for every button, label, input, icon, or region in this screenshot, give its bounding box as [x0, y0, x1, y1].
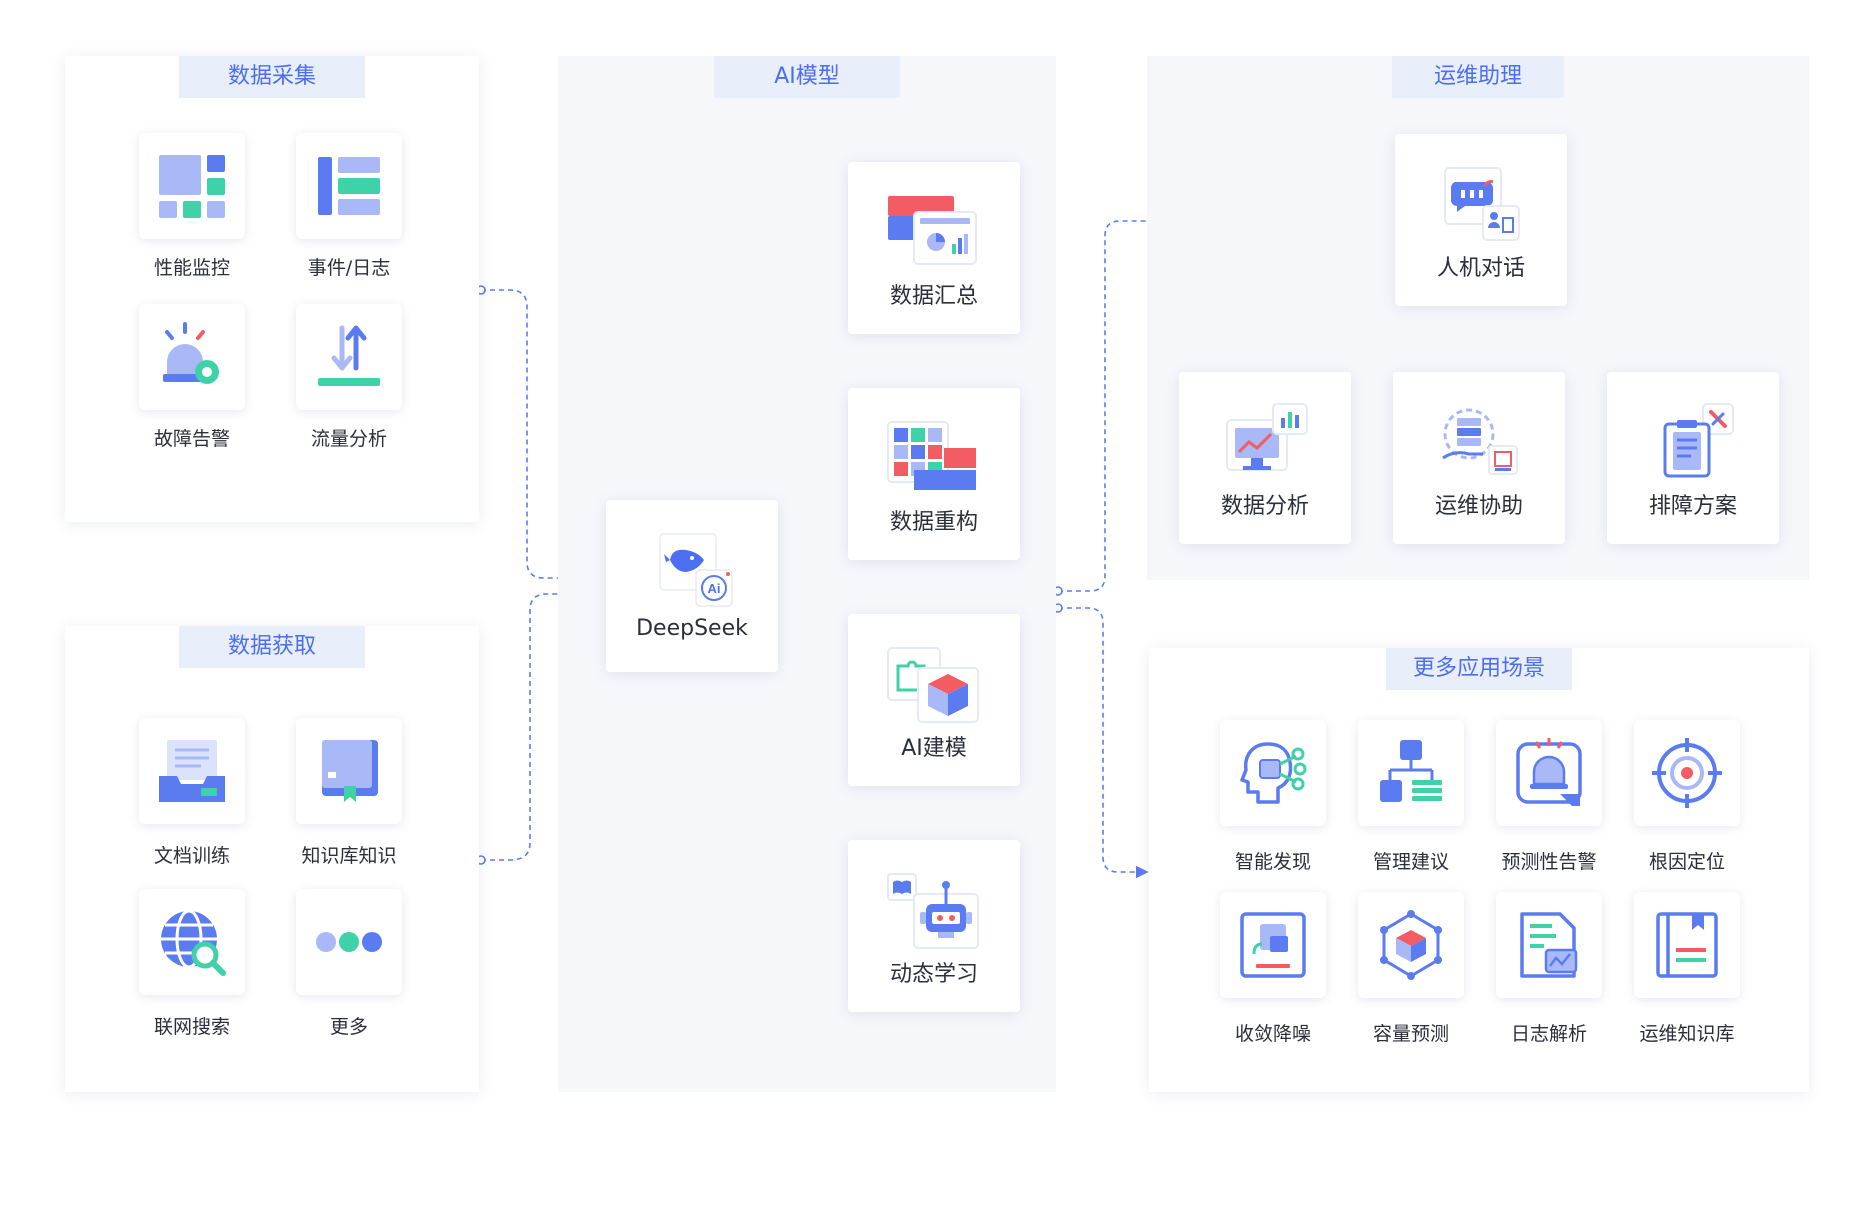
- ai-modeling-cube-icon: [887, 647, 979, 723]
- deepseek-whale-icon: Ai: [659, 533, 733, 607]
- ops-knowledge-book-icon: [1656, 912, 1718, 978]
- event-list-icon: [318, 157, 380, 215]
- noise-reduction-tile[interactable]: [1220, 892, 1326, 998]
- data-collection-title: 数据采集: [179, 56, 365, 98]
- event-log-tile[interactable]: [296, 133, 402, 239]
- smart-discovery-label: 智能发现: [1234, 851, 1311, 873]
- deepseek-label: DeepSeek: [636, 616, 748, 641]
- traffic-analysis-label: 流量分析: [310, 428, 387, 450]
- predictive-alarm-label: 预测性告警: [1501, 851, 1597, 873]
- document-training-label: 文档训练: [153, 845, 230, 867]
- data-restructure-label: 数据重构: [889, 510, 978, 535]
- traffic-analysis-tile[interactable]: [296, 304, 402, 410]
- data-summary-label: 数据汇总: [889, 284, 978, 309]
- event-log-label: 事件/日志: [307, 257, 391, 279]
- capacity-cube-icon: [1380, 910, 1442, 980]
- capacity-forecast-label: 容量预测: [1372, 1023, 1449, 1045]
- data-acquisition-panel: 数据获取 文档训练 知识库知识 联网搜索: [65, 626, 479, 1092]
- data-analysis-card[interactable]: 数据分析: [1179, 372, 1351, 544]
- noise-reduction-label: 收敛降噪: [1234, 1023, 1311, 1045]
- troubleshoot-plan-card[interactable]: 排障方案: [1607, 372, 1779, 544]
- troubleshoot-plan-icon: [1663, 403, 1734, 478]
- root-cause-tile[interactable]: [1634, 720, 1740, 826]
- predictive-alarm-tile[interactable]: [1496, 720, 1602, 826]
- alarm-siren-icon: [163, 322, 219, 384]
- knowledge-base-tile[interactable]: [296, 718, 402, 824]
- dynamic-learning-label: 动态学习: [889, 962, 978, 987]
- document-training-tile[interactable]: [139, 718, 245, 824]
- management-suggestion-label: 管理建议: [1372, 851, 1449, 873]
- ops-assistant-title: 运维助理: [1392, 56, 1564, 98]
- log-parsing-label: 日志解析: [1510, 1023, 1587, 1045]
- deepseek-card[interactable]: Ai DeepSeek: [606, 500, 778, 672]
- more-label: 更多: [329, 1016, 368, 1038]
- more-dots-icon: [316, 932, 382, 952]
- human-machine-dialog-card[interactable]: 人机对话: [1395, 134, 1567, 306]
- management-suggestion-tile[interactable]: [1358, 720, 1464, 826]
- fault-alarm-label: 故障告警: [153, 428, 230, 450]
- predictive-alarm-bell-icon: [1516, 738, 1582, 806]
- knowledge-book-icon: [322, 740, 378, 802]
- ai-modeling-card[interactable]: AI建模: [848, 614, 1020, 786]
- ops-knowledge-tile[interactable]: [1634, 892, 1740, 998]
- data-collection-panel: 数据采集 性能监控 事件/日志 故障告警: [65, 56, 479, 522]
- troubleshoot-plan-label: 排障方案: [1648, 494, 1737, 519]
- dynamic-learning-card[interactable]: 动态学习: [848, 840, 1020, 1012]
- root-cause-target-icon: [1652, 738, 1722, 808]
- ops-assist-icon: [1442, 408, 1518, 475]
- fault-alarm-tile[interactable]: [139, 304, 245, 410]
- data-restructure-icon: [887, 421, 976, 490]
- dynamic-learning-robot-icon: [887, 873, 979, 949]
- performance-monitor-tile[interactable]: [139, 133, 245, 239]
- log-parsing-tile[interactable]: [1496, 892, 1602, 998]
- ops-assist-label: 运维协助: [1434, 494, 1523, 519]
- smart-discovery-head-icon: [1240, 742, 1307, 804]
- svg-text:Ai: Ai: [708, 581, 721, 596]
- chat-dialog-icon: [1444, 167, 1520, 241]
- dashboard-grid-icon: [159, 155, 225, 218]
- document-tray-icon: [159, 740, 225, 802]
- knowledge-base-label: 知识库知识: [301, 845, 397, 867]
- log-parse-document-icon: [1520, 912, 1578, 978]
- data-acquisition-title: 数据获取: [179, 626, 365, 668]
- web-search-tile[interactable]: [139, 889, 245, 995]
- ops-assist-card[interactable]: 运维协助: [1393, 372, 1565, 544]
- ai-model-title: AI模型: [714, 56, 900, 98]
- globe-search-icon: [161, 909, 226, 976]
- data-analysis-label: 数据分析: [1220, 494, 1309, 519]
- more-scenarios-panel: 更多应用场景 智能发现 管理建议: [1149, 648, 1809, 1092]
- data-analysis-monitor-icon: [1226, 403, 1308, 471]
- data-summary-icon: [888, 196, 977, 265]
- root-cause-label: 根因定位: [1648, 851, 1725, 873]
- more-tile[interactable]: [296, 889, 402, 995]
- ops-knowledge-label: 运维知识库: [1639, 1023, 1735, 1045]
- data-restructure-card[interactable]: 数据重构: [848, 388, 1020, 560]
- management-hierarchy-icon: [1380, 740, 1442, 802]
- traffic-arrows-icon: [318, 325, 380, 386]
- smart-discovery-tile[interactable]: [1220, 720, 1326, 826]
- more-scenarios-title: 更多应用场景: [1386, 648, 1572, 690]
- performance-monitor-label: 性能监控: [153, 257, 230, 279]
- capacity-forecast-tile[interactable]: [1358, 892, 1464, 998]
- web-search-label: 联网搜索: [153, 1016, 230, 1038]
- data-summary-card[interactable]: 数据汇总: [848, 162, 1020, 334]
- ai-modeling-label: AI建模: [901, 736, 967, 761]
- human-machine-dialog-label: 人机对话: [1436, 256, 1525, 281]
- noise-reduction-icon: [1240, 912, 1306, 978]
